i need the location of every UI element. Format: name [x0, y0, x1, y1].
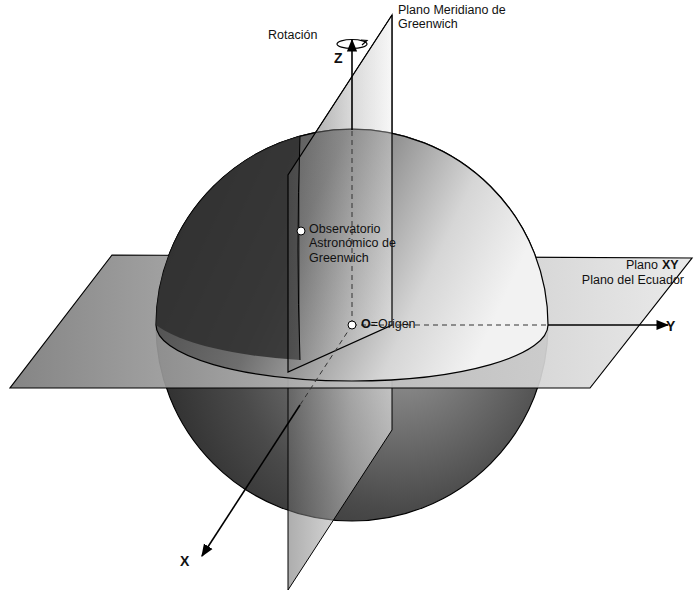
meridian-plane-back	[288, 15, 392, 590]
plane-label: Plano del Ecuador	[582, 273, 684, 287]
y-axis	[548, 324, 668, 326]
point-label: Observatorio Astronómico de Greenwich	[309, 222, 397, 265]
rotation-label: Rotación	[268, 28, 317, 42]
observatory-point	[297, 227, 305, 235]
origin-label: O	[361, 317, 371, 331]
plane-label: XY	[662, 258, 679, 272]
axis-label: X	[180, 553, 189, 569]
meridian-arc	[298, 136, 300, 360]
z-axis	[351, 40, 353, 130]
rotation-symbol	[337, 40, 367, 49]
axis-label: Y	[666, 318, 675, 334]
origin-point	[348, 321, 356, 329]
rotation-arrow	[361, 40, 367, 45]
origin-label: =Origen	[371, 317, 416, 331]
plane-label: Plano Meridiano de Greenwich	[398, 3, 506, 32]
x-axis	[202, 405, 300, 556]
axis-label: Z	[334, 50, 343, 66]
x-axis-hidden	[300, 325, 352, 405]
plane-label: Plano	[626, 258, 658, 272]
sphere-shadow	[156, 136, 300, 360]
